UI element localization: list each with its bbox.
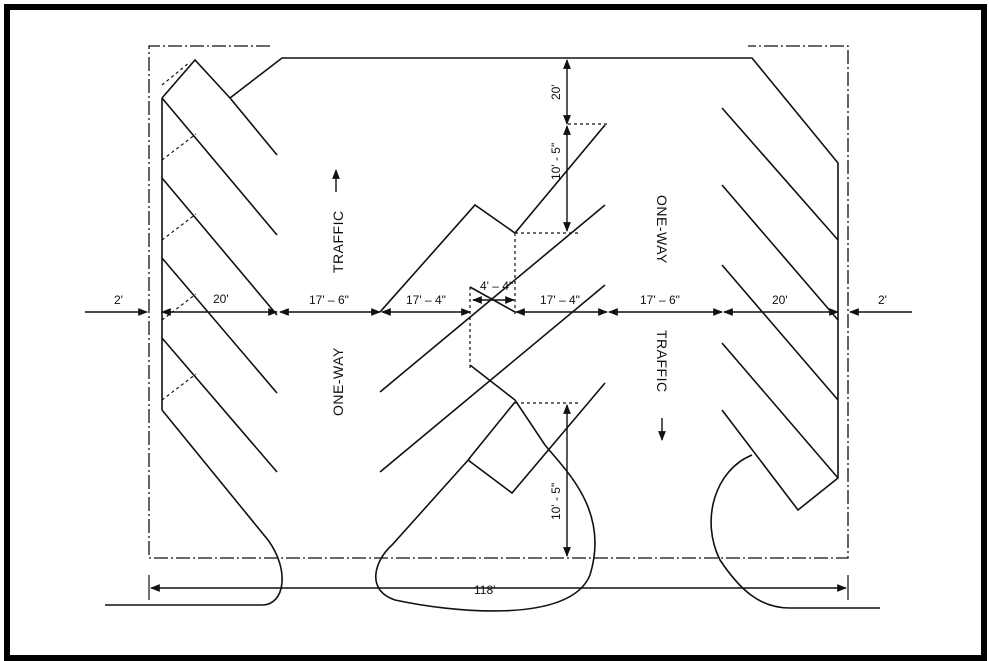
dimension-lines <box>85 59 912 600</box>
left-stall-row <box>161 58 278 541</box>
property-boundary <box>148 45 849 559</box>
lot-curb-outline <box>229 57 839 512</box>
traffic-label-left: TRAFFIC <box>330 210 346 273</box>
dim-clear-left: 2' <box>114 293 123 307</box>
dim-aisle-right: 17' – 6" <box>640 293 680 307</box>
dim-total-width: 118' <box>474 583 495 597</box>
drawing-frame <box>4 4 987 661</box>
dim-top-aisle: 20' <box>549 84 563 100</box>
dim-stall-center-right: 17' – 4" <box>540 293 580 307</box>
oneway-label-left: ONE-WAY <box>330 347 346 416</box>
right-stall-row <box>721 107 839 479</box>
dim-aisle-left: 17' – 6" <box>309 293 349 307</box>
oneway-label-right: ONE-WAY <box>654 195 670 264</box>
dim-stall-center-left: 17' – 4" <box>406 293 446 307</box>
dim-bottom-offset: 10' - 5" <box>549 483 563 520</box>
traffic-arrows <box>332 169 666 441</box>
center-stall-rows <box>379 123 608 495</box>
dim-stall-left: 20' <box>213 292 229 306</box>
dim-top-offset: 10' - 5" <box>549 143 563 180</box>
dim-overlap: 4' – 4" <box>480 279 513 293</box>
dim-clear-right: 2' <box>878 293 887 307</box>
dim-stall-right: 20' <box>772 293 788 307</box>
traffic-label-right: TRAFFIC <box>654 330 670 393</box>
